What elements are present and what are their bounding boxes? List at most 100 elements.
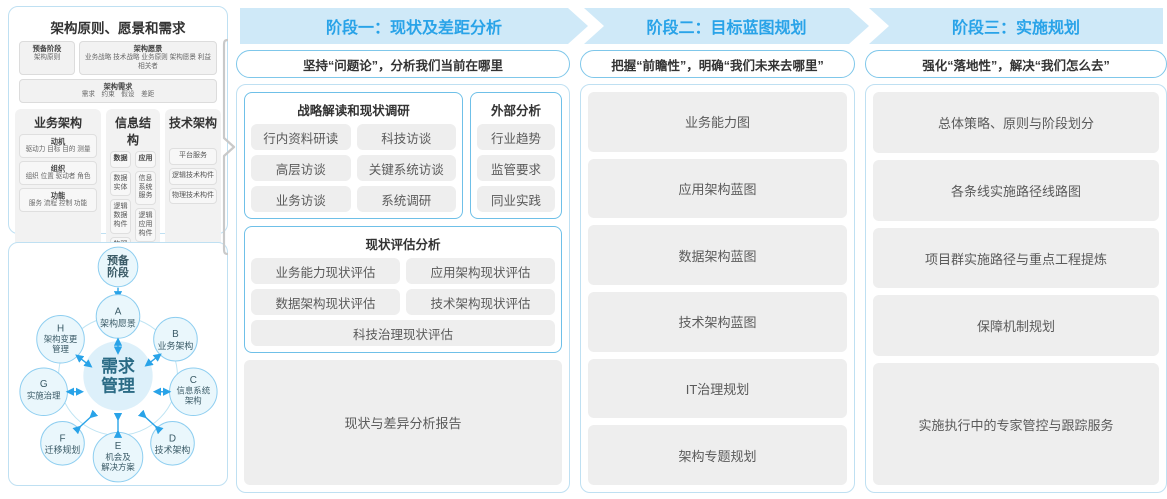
business-item-sub: 服务 流程 控制 功能: [28, 200, 88, 208]
external-item[interactable]: 行业趋势: [477, 124, 555, 150]
tech-item: 物理技术构件: [169, 187, 217, 205]
phase-3-items: 总体策略、原则与阶段划分 各条线实施路径线路图 项目群实施路径与重点工程提炼 保…: [873, 92, 1159, 485]
business-item: 功能 服务 流程 控制 功能: [19, 187, 97, 212]
gap-analysis-report[interactable]: 现状与差异分析报告: [244, 360, 562, 485]
research-row: 行内资料研读 科技访谈: [251, 124, 456, 150]
research-item[interactable]: 行内资料研读: [251, 124, 351, 150]
requirement-cell: 架构需求 需求 约束 假设 差距: [19, 78, 217, 104]
phase-2-subtitle: 把握“前瞻性”，明确“我们未来去哪里”: [580, 50, 855, 78]
phase-2-item[interactable]: 技术架构蓝图: [588, 292, 847, 352]
tech-item: 平台服务: [169, 148, 217, 165]
phase-header-1-text: 阶段一：现状及差距分析: [325, 20, 502, 37]
business-item-title: 动机: [50, 137, 66, 147]
research-row: 业务访谈 系统调研: [251, 186, 456, 212]
information-structure-title: 信息结构: [114, 116, 151, 148]
tech-item: 逻辑技术构件: [169, 167, 217, 185]
left-framework-column: 架构原则、愿景和需求 预备阶段 架构原则 架构愿景 业务战略 技术战略 业务原则…: [0, 0, 236, 499]
togaf-framework-panel: 架构原则、愿景和需求 预备阶段 架构原则 架构愿景 业务战略 技术战略 业务原则…: [8, 6, 228, 335]
cycle-node-E-label-1: 机会及: [105, 452, 131, 462]
phase-header-3-text: 阶段三：实施规划: [951, 20, 1080, 37]
research-item[interactable]: 业务访谈: [251, 186, 351, 212]
phase-3-body: 总体策略、原则与阶段划分 各条线实施路径线路图 项目群实施路径与重点工程提炼 保…: [865, 84, 1167, 493]
data-col-item: 逻辑数据构件: [110, 199, 131, 234]
phase-3-item[interactable]: 各条线实施路径线路图: [873, 159, 1159, 221]
assessment-box: 现状评估分析 业务能力现状评估 应用架构现状评估 数据架构现状评估 技术架构现状…: [244, 226, 562, 353]
research-item[interactable]: 科技访谈: [356, 124, 456, 150]
information-structure-columns: 数据 数据实体 逻辑数据构件 物理数据构件 应用 信息系统服务 逻辑应用构件 物…: [110, 151, 156, 280]
phase-header-2-text: 阶段二：目标蓝图规划: [646, 20, 807, 37]
app-col-item: 逻辑应用构件: [135, 208, 156, 243]
framework-top-row: 预备阶段 架构原则 架构愿景 业务战略 技术战略 业务原则 架构愿景 利益相关者: [15, 41, 221, 75]
business-architecture-group: 业务架构 动机 驱动力 目标 目的 测量 组织 组织 位置 驱动者 角色 功能 …: [15, 109, 101, 285]
phase-2-item[interactable]: IT治理规划: [588, 358, 847, 419]
phase-header-3: 阶段三：实施规划: [869, 8, 1163, 44]
assessment-row: 业务能力现状评估 应用架构现状评估: [251, 258, 555, 284]
phase-2-item[interactable]: 数据架构蓝图: [588, 225, 847, 286]
cycle-node-D-key: D: [169, 433, 176, 444]
external-item[interactable]: 同业实践: [477, 186, 555, 212]
phase-2-items: 业务能力图 应用架构蓝图 数据架构蓝图 技术架构蓝图 IT治理规划 架构专题规划: [588, 92, 847, 486]
phase-columns: 坚持“问题论”，分析我们当前在哪里 战略解读和现状调研 行内资料研读 科技访谈: [236, 50, 1167, 493]
assessment-row: 数据架构现状评估 技术架构现状评估: [251, 289, 555, 315]
cycle-node-E-key: E: [115, 441, 122, 452]
research-box: 战略解读和现状调研 行内资料研读 科技访谈 高层访谈 关键系统访谈: [244, 92, 463, 219]
research-row: 高层访谈 关键系统访谈: [251, 155, 456, 181]
prelim-sub: 架构原则: [33, 53, 61, 61]
cycle-node-C-label-1: 信息系统: [176, 386, 210, 396]
framework-title: 架构原则、愿景和需求: [50, 21, 186, 36]
cycle-node-A-key: A: [115, 306, 122, 317]
phase-header-bar: 阶段一：现状及差距分析 阶段二：目标蓝图规划 阶段三：实施规划: [236, 8, 1167, 44]
phase-3-item[interactable]: 总体策略、原则与阶段划分: [873, 92, 1159, 153]
phase-3-item[interactable]: 实施执行中的专家管控与跟踪服务: [873, 363, 1159, 485]
cycle-node-G-label: 实施治理: [27, 391, 61, 401]
phase-2-item[interactable]: 应用架构蓝图: [588, 158, 847, 219]
requirement-title: 架构需求: [103, 81, 133, 91]
assessment-item[interactable]: 业务能力现状评估: [251, 258, 400, 284]
business-item: 组织 组织 位置 驱动者 角色: [19, 161, 97, 185]
business-item-sub: 驱动力 目标 目的 测量: [25, 146, 91, 154]
assessment-item[interactable]: 技术架构现状评估: [406, 289, 555, 315]
phase-1-top-row: 战略解读和现状调研 行内资料研读 科技访谈 高层访谈 关键系统访谈: [244, 92, 562, 219]
business-item-title: 功能: [50, 190, 66, 200]
assessment-item-full[interactable]: 科技治理现状评估: [251, 320, 555, 346]
vision-sub: 业务战略 技术战略 业务原则 架构愿景 利益相关者: [84, 53, 211, 70]
app-col-head: 应用: [135, 151, 156, 168]
research-item[interactable]: 高层访谈: [251, 155, 351, 181]
assessment-item[interactable]: 数据架构现状评估: [251, 289, 400, 315]
research-item[interactable]: 关键系统访谈: [356, 155, 456, 181]
research-grid: 行内资料研读 科技访谈 高层访谈 关键系统访谈 业务访谈 系统调研: [251, 124, 456, 212]
phase-header-2: 阶段二：目标蓝图规划: [584, 8, 869, 44]
prelim-cell: 预备阶段 架构原则: [19, 41, 75, 75]
business-item-title: 组织: [50, 164, 66, 174]
phase-2-item[interactable]: 架构专题规划: [588, 425, 847, 486]
cycle-node-B-label: 业务架构: [158, 340, 194, 351]
cycle-node-F-key: F: [59, 433, 65, 444]
cycle-node-G-key: G: [40, 379, 48, 390]
cycle-node-A-label: 架构愿景: [100, 317, 136, 328]
cycle-node-C-label-2: 架构: [185, 396, 202, 406]
adm-cycle-diagram: 预备 阶段 需求 管理 A 架构愿景 B 业务架构: [9, 243, 227, 485]
cycle-center-2: 管理: [101, 376, 135, 396]
external-item[interactable]: 监管要求: [477, 155, 555, 181]
data-col-item: 数据实体: [110, 170, 131, 197]
cycle-prelim-2: 阶段: [107, 265, 129, 279]
phase-3-item[interactable]: 保障机制规划: [873, 295, 1159, 357]
phase-2-item[interactable]: 业务能力图: [588, 92, 847, 152]
research-title: 战略解读和现状调研: [297, 104, 410, 118]
cycle-node-H-label-2: 管理: [52, 344, 69, 354]
business-architecture-title: 业务架构: [33, 116, 82, 131]
prelim-title: 预备阶段: [32, 44, 62, 53]
assessment-item[interactable]: 应用架构现状评估: [406, 258, 555, 284]
vision-cell: 架构愿景 业务战略 技术战略 业务原则 架构愿景 利益相关者: [79, 41, 217, 75]
phase-1-subtitle: 坚持“问题论”，分析我们当前在哪里: [236, 50, 570, 78]
cycle-node-H-key: H: [57, 323, 64, 334]
cycle-node-H-label-1: 架构变更: [44, 334, 78, 344]
cycle-prelim-1: 预备: [107, 253, 130, 267]
phase-1-body: 战略解读和现状调研 行内资料研读 科技访谈 高层访谈 关键系统访谈: [236, 84, 570, 493]
phase-column-3: 强化“落地性”，解决“我们怎么去” 总体策略、原则与阶段划分 各条线实施路径线路…: [865, 50, 1167, 493]
research-item[interactable]: 系统调研: [356, 186, 456, 212]
data-col-head: 数据: [110, 151, 131, 168]
cycle-node-C-key: C: [190, 375, 197, 386]
cycle-center-1: 需求: [101, 356, 135, 376]
phase-3-item[interactable]: 项目群实施路径与重点工程提炼: [873, 227, 1159, 289]
